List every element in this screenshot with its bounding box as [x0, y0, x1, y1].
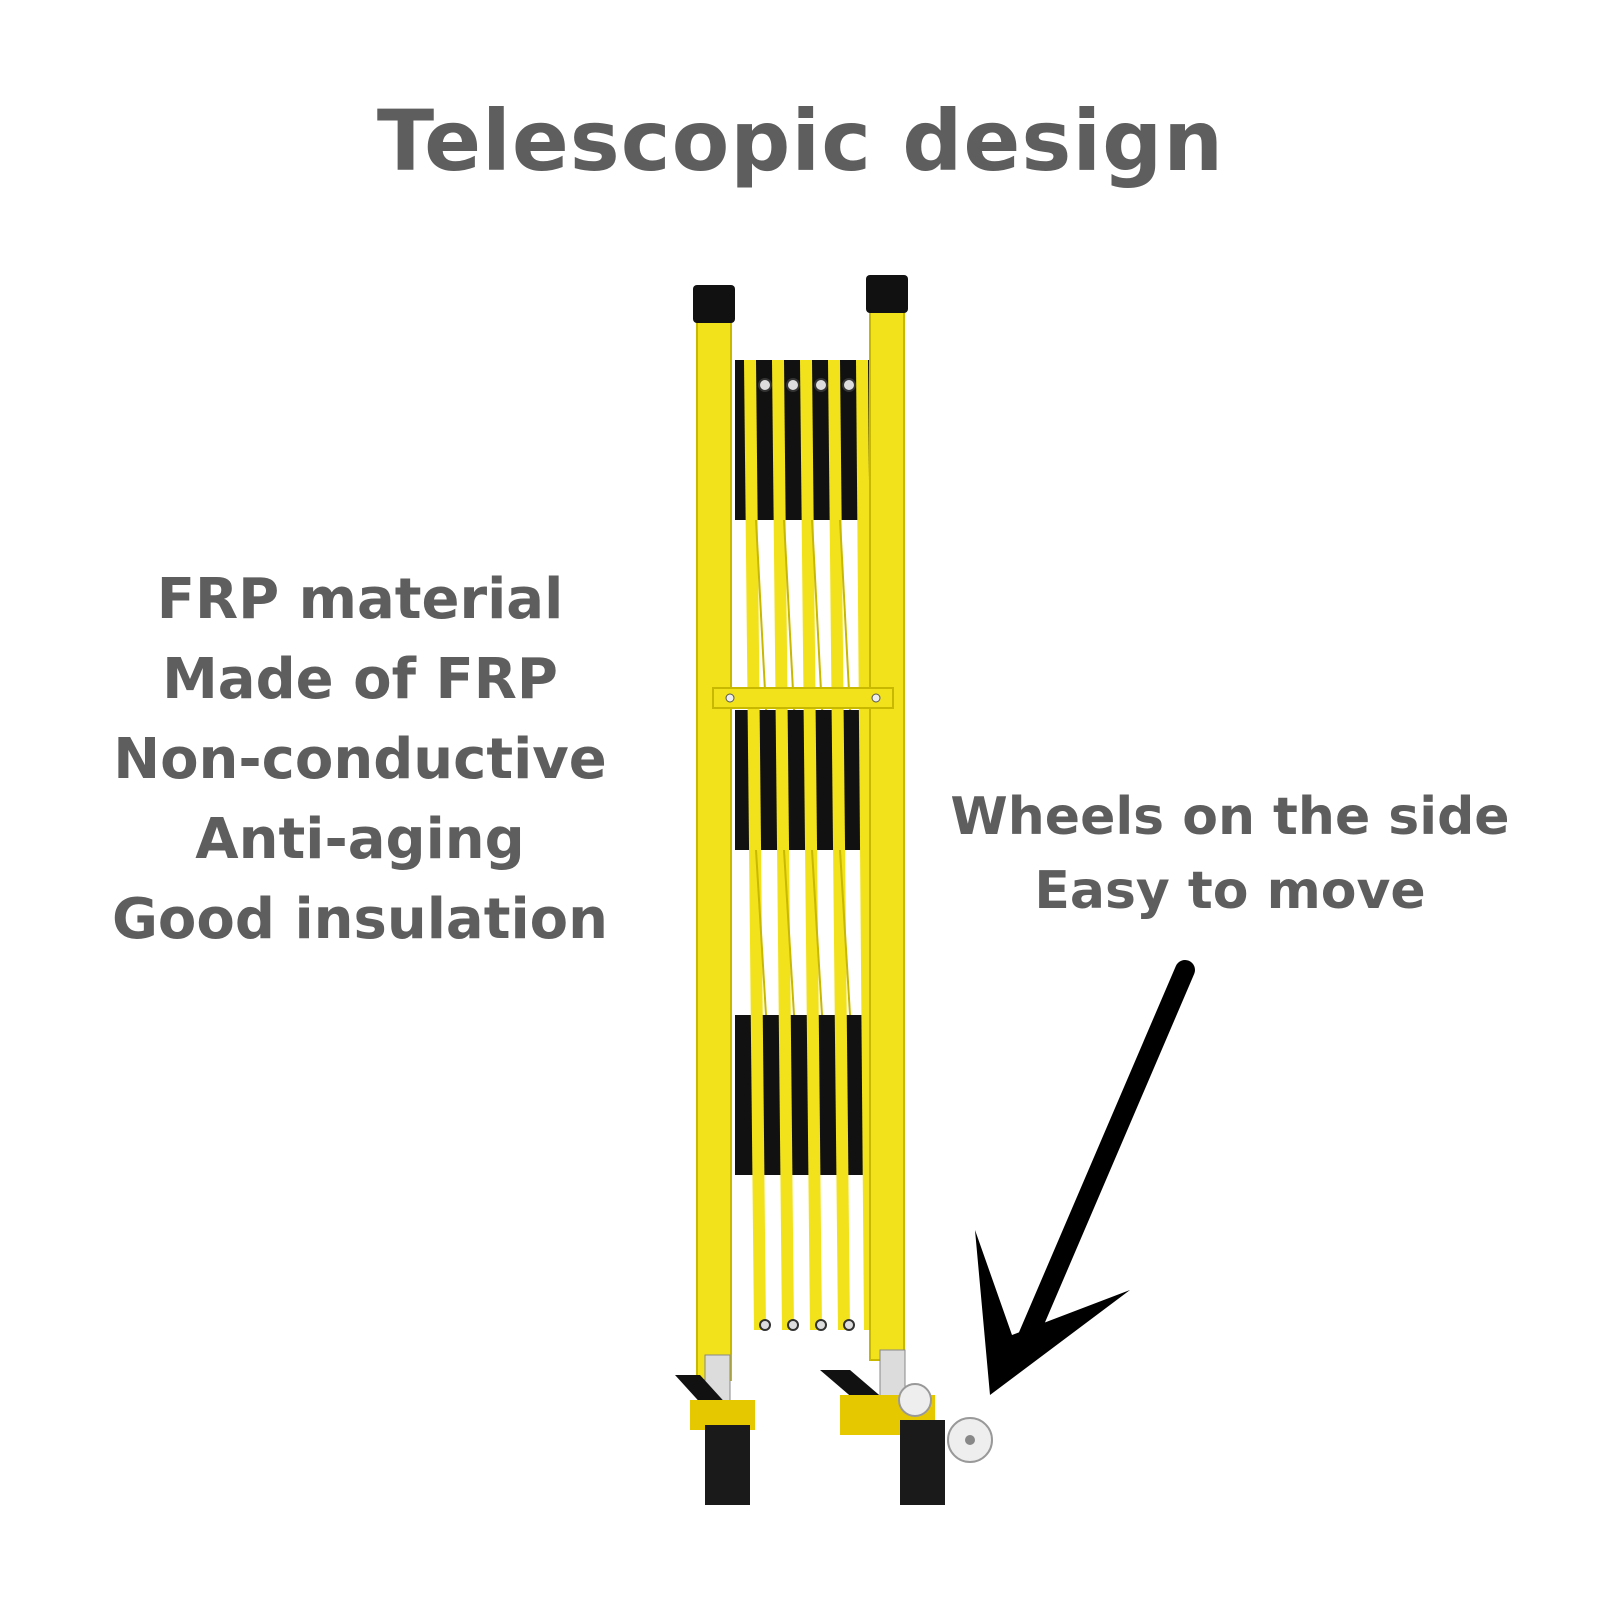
wheels-note-line: Wheels on the side: [950, 787, 1510, 847]
wheels-note: Wheels on the side Easy to move: [920, 780, 1540, 928]
feature-item: Non-conductive: [113, 727, 607, 792]
telescopic-barrier-image: [675, 275, 993, 1505]
wheels-note-line: Easy to move: [1034, 861, 1426, 921]
page-title: Telescopic design: [376, 92, 1225, 190]
feature-item: Good insulation: [111, 887, 609, 952]
feature-item: Anti-aging: [195, 807, 525, 872]
feature-item: FRP material: [156, 567, 564, 632]
feature-item: Made of FRP: [162, 647, 558, 712]
feature-list: FRP material Made of FRP Non-conductive …: [60, 560, 660, 960]
arrow-icon: [975, 960, 1195, 1395]
